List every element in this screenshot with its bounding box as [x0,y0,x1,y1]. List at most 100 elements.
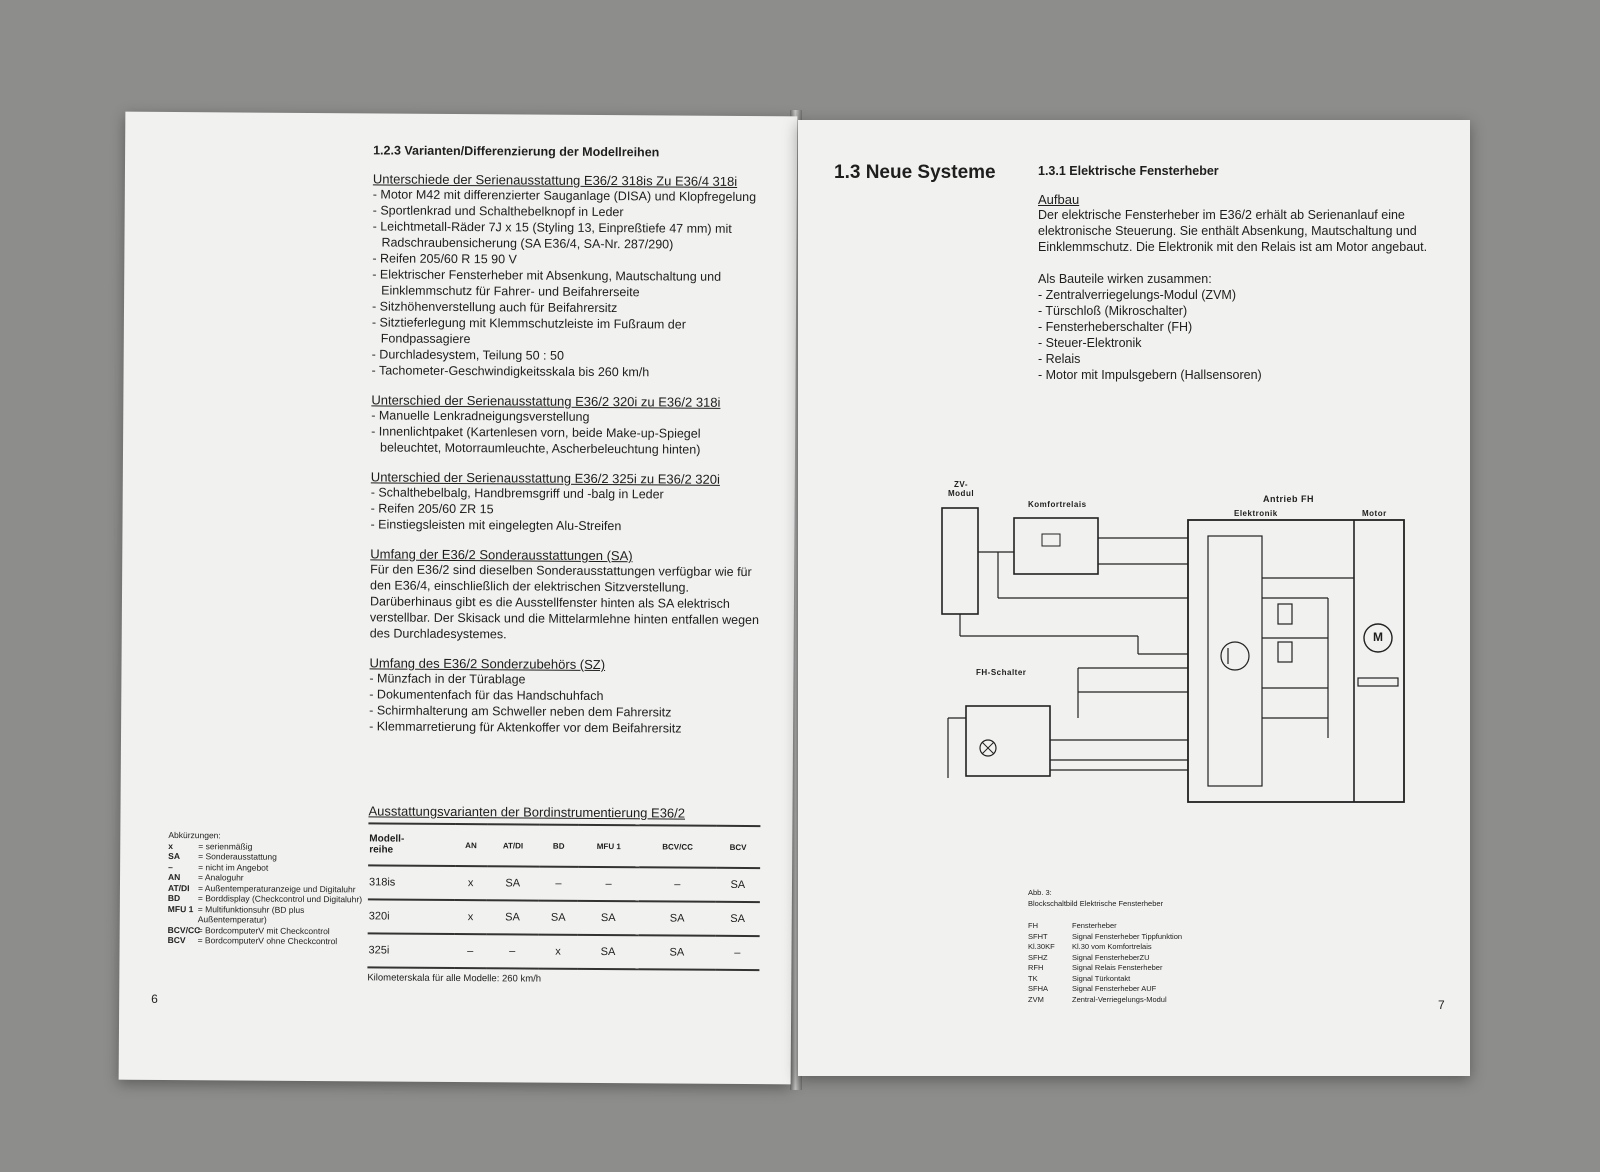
legend-row: ZVM Zentral-Verriegelungs-Modul [1028,995,1288,1006]
table-cell: – [454,933,487,969]
label-motor: Motor [1362,509,1387,518]
label-elektronik: Elektronik [1234,509,1278,518]
figure-legend: Abb. 3: Blockschaltbild Elektrische Fens… [1028,888,1288,1005]
instrument-table: Ausstattungsvarianten der Bordinstrument… [367,803,761,986]
antrieb-box [1187,519,1405,803]
legend-key: Kl.30KF [1028,942,1055,951]
list-item: Klemmarretierung für Aktenkoffer vor dem… [369,718,761,737]
table-cell: x [454,899,487,935]
abbr-key: AN [168,871,181,883]
subsection-title: 1.3.1 Elektrische Fensterheber [1038,164,1219,178]
page-number-left: 6 [151,991,158,1006]
table-cell: SA [638,901,716,936]
abbr-key: x [168,840,174,851]
table-cell: 325i [367,933,455,968]
elektronik-box [1207,535,1263,787]
variant-blocks: Unterschiede der Serienausstattung E36/2… [370,171,765,535]
list-item: Sitztieferlegung mit Klemmschutzleiste i… [372,314,764,349]
abbr-value: = BordcomputerV ohne Checkcontrol [197,935,338,947]
legend-value: Kl.30 vom Komfortrelais [1072,942,1152,951]
figure-title: Blockschaltbild Elektrische Fensterheber [1028,898,1164,908]
zv-module-box [941,507,979,615]
legend-key: ZVM [1028,994,1044,1004]
lamp-icon [979,739,997,757]
table-cell: 318is [367,865,455,900]
list-item: Einstiegsleisten mit eingelegten Alu-Str… [370,516,762,535]
abbr-row: MFU 1= Multifunktionsuhr (BD plus Außent… [168,903,368,925]
table-cell: – [486,934,539,969]
variant-list: Schalthebelbalg, Handbremsgriff und -bal… [370,484,762,535]
abbr-key: SA [168,850,181,862]
table-cell: – [638,867,716,902]
legend-value: Signal Fensterheber Tippfunktion [1072,931,1183,941]
abbr-value: = Multifunktionsuhr (BD plus Außentemper… [197,903,305,925]
variant-list: Manuelle LenkradneigungsverstellungInnen… [371,407,763,458]
list-item: Türschloß (Mikroschalter) [1038,303,1428,319]
list-item: Fensterheberschalter (FH) [1038,319,1428,335]
parts-intro: Als Bauteile wirken zusammen: [1038,272,1212,286]
label-komfortrelais: Komfortrelais [1028,500,1087,509]
table-cell: SA [577,900,639,936]
table-title: Ausstattungsvarianten der Bordinstrument… [368,803,686,821]
right-page: 1.3 Neue Systeme 1.3.1 Elektrische Fenst… [798,120,1470,1076]
list-item: Steuer-Elektronik [1038,335,1428,351]
table-cell: SA [638,935,716,970]
table-cell: SA [715,901,760,937]
list-item: Leichtmetall-Räder 7J x 15 (Styling 13, … [372,218,764,253]
legend-value: Signal Türkontakt [1072,973,1131,983]
diagram-svg [941,507,1405,803]
legend-key: SFHA [1028,984,1049,993]
legend-row: SFHA Signal Fensterheber AUF [1028,984,1288,995]
abbr-key: BD [167,892,181,904]
sa-text: Für den E36/2 sind dieselben Sonderausst… [369,562,760,642]
abbr-key: – [168,861,173,872]
abbr-key: AT/DI [167,882,190,893]
figure-caption: Abb. 3: [1028,888,1052,897]
left-main-column: 1.2.3 Varianten/Differenzierung der Mode… [369,143,765,737]
fh-schalter-box [965,705,1051,777]
list-item: Relais [1038,351,1428,367]
legend-row: Kl.30KF Kl.30 vom Komfortrelais [1028,942,1288,953]
legend-value: Zentral-Verriegelungs-Modul [1072,994,1167,1004]
table-cell: SA [538,900,578,935]
label-zv-modul: ZV- Modul [948,480,975,498]
motor-symbol-icon [1363,623,1393,653]
table-cell: – [577,866,640,902]
list-item: Zentralverriegelungs-Modul (ZVM) [1038,287,1428,303]
chapter-title: 1.3 Neue Systeme [834,162,996,183]
label-antrieb: Antrieb FH [1263,494,1314,504]
table-cell: x [454,865,487,901]
legend-value: Fensterheber [1072,921,1117,930]
list-item: Tachometer-Geschwindigkeitsskala bis 260… [372,362,764,381]
legend-key: SFHT [1028,931,1048,941]
right-main-column: 1.3.1 Elektrische Fensterheber Aufbau De… [1038,164,1428,383]
table-cell: SA [715,867,761,903]
table-header-cell: AN [454,823,488,867]
section-title: 1.2.3 Varianten/Differenzierung der Mode… [373,143,660,160]
table-cell: SA [486,866,540,901]
legend-value: Signal Relais Fensterheber [1072,963,1163,972]
abbr-key: BCV [167,934,186,946]
list-item: Motor mit Impulsgebern (Hallsensoren) [1038,367,1428,383]
aufbau-heading: Aufbau [1038,192,1080,207]
table-header-cell: MFU 1 [578,824,640,868]
abbr-key: MFU 1 [167,903,194,914]
table-header-cell: AT/DI [486,824,540,867]
table-cell: x [538,934,578,969]
legend-value: Signal Fensterheber AUF [1072,984,1157,993]
sz-list: Münzfach in der TürablageDokumentenfach … [369,670,761,737]
label-fh-schalter: FH-Schalter [976,668,1027,677]
table-header-cell: Modell- reihe [368,823,456,866]
abbr-row: BCV = BordcomputerV ohne Checkcontrol [168,935,368,947]
